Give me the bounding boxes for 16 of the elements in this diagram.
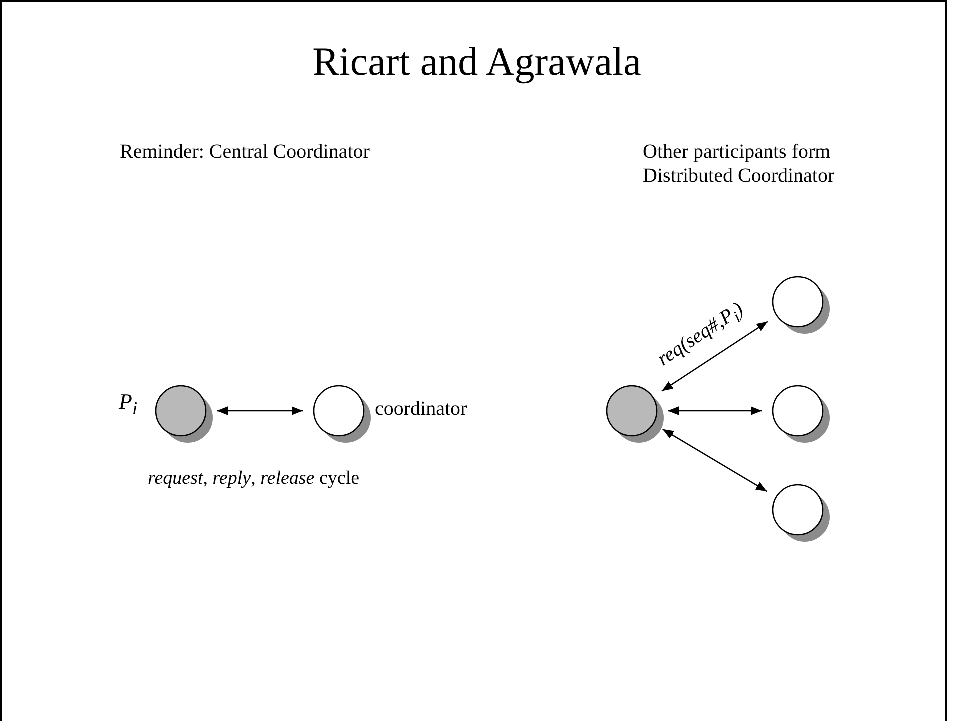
text-label: Other participants form Distributed Coordinator [643,140,836,188]
process-circle [313,385,373,445]
process-circle [606,385,666,445]
arrow [217,406,303,416]
arrow [662,321,768,392]
node-caption: P$_{i}$ [119,389,138,420]
process-circle [772,276,832,336]
process-circle [155,385,215,445]
slide-title: Ricart and Agrawala [312,38,642,85]
process-circle [772,484,832,544]
arrow [662,428,768,492]
text-label: Reminder: Central Coordinator [120,140,371,164]
arrow [668,406,762,416]
text-label: request, reply, release cycle [148,468,361,491]
node-caption: coordinator [375,398,468,421]
process-circle [772,385,832,445]
